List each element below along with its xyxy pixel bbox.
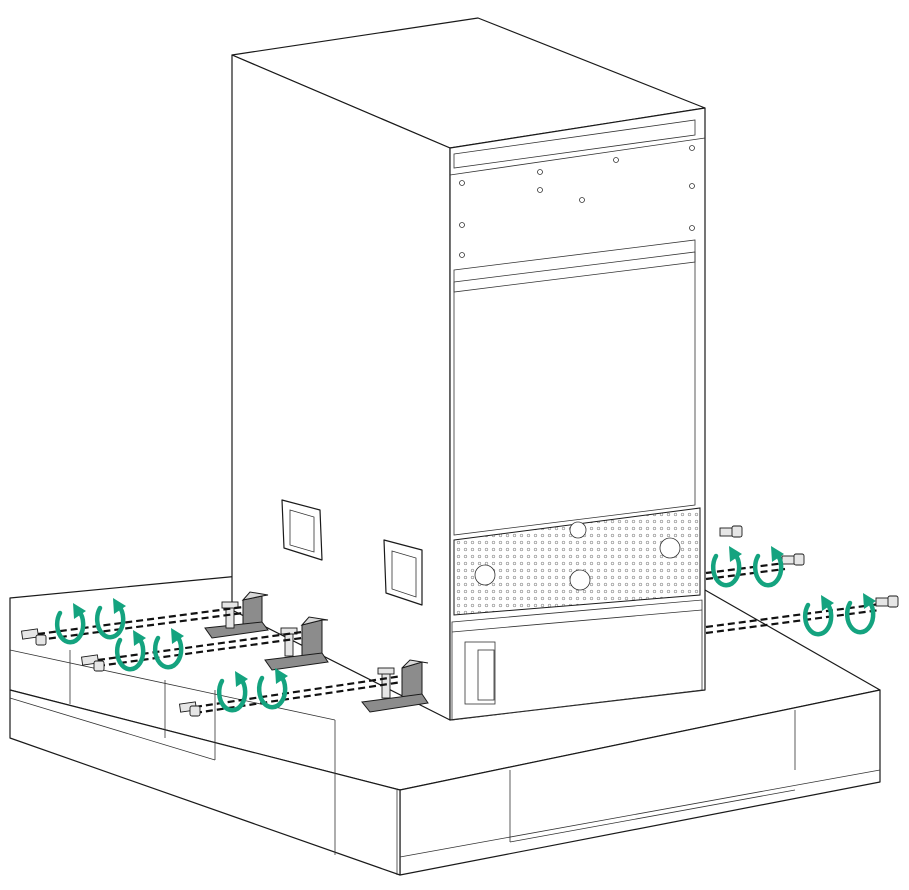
side-handle-front — [383, 539, 423, 606]
mounting-bracket-icon — [361, 659, 429, 713]
power-supply-bay — [451, 599, 703, 721]
screw-icon — [81, 654, 105, 672]
ventilation-grille — [453, 507, 701, 616]
chassis-side — [231, 54, 451, 721]
chassis-front — [449, 107, 706, 721]
rotation-arrow-icon — [114, 630, 146, 672]
screw-icon — [719, 525, 743, 538]
rotation-arrow-icon — [256, 668, 288, 710]
card-slots — [453, 239, 696, 536]
side-handle-rear — [281, 499, 323, 561]
rotation-arrow-icon — [216, 671, 248, 713]
rotation-arrow-icon — [54, 603, 86, 645]
screw-icon — [179, 701, 201, 717]
pallet-left-face — [9, 689, 401, 876]
rotation-arrow-icon — [152, 628, 184, 670]
rotation-arrow-icon — [94, 598, 126, 640]
rotation-arrow-icon — [844, 593, 876, 635]
mounting-bracket-icon — [264, 616, 329, 671]
screws — [21, 525, 899, 717]
screw-icon — [875, 595, 899, 608]
rotation-arrow-icon — [710, 546, 742, 588]
rotation-arrow-icon — [752, 546, 784, 588]
mounting-brackets — [204, 591, 429, 713]
front-screws — [459, 145, 695, 258]
screw-icon — [21, 628, 47, 646]
chassis — [231, 17, 706, 721]
rotation-arrows — [54, 546, 876, 713]
rotation-arrow-icon — [802, 595, 834, 637]
screw-icon — [781, 553, 805, 566]
